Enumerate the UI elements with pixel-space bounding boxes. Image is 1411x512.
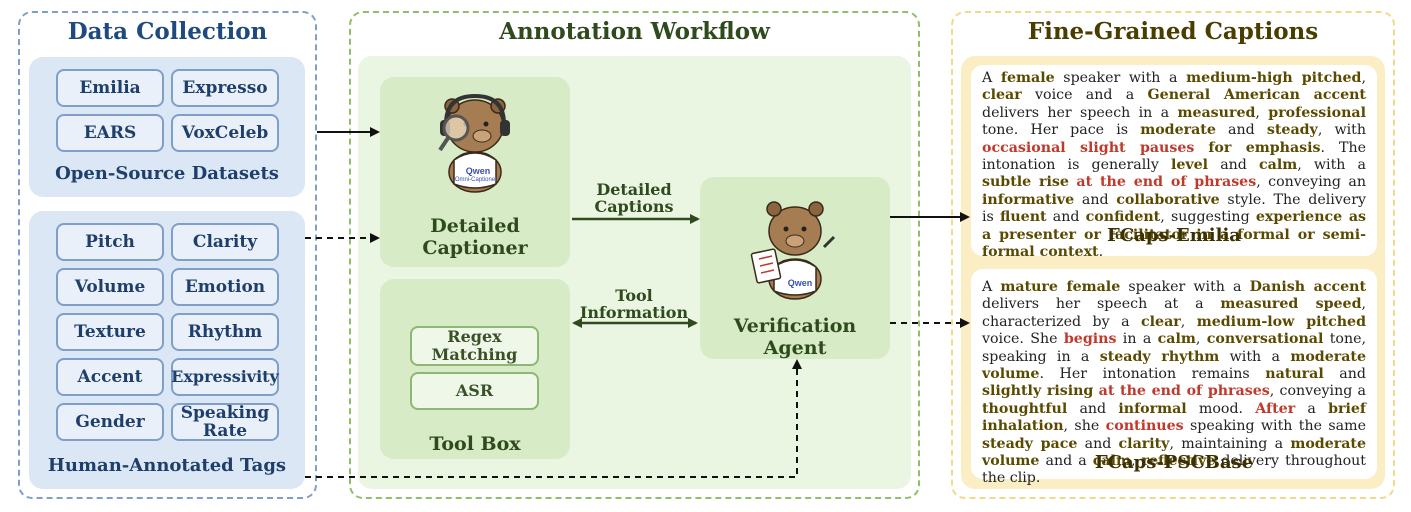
tag-speaking-rate: Speaking Rate (171, 403, 279, 441)
annotation-workflow-panel (349, 11, 920, 499)
dataset-ears: EARS (56, 114, 164, 152)
verification-agent-label-line1: Verification (733, 315, 857, 337)
fcaps-pscbase-card (971, 269, 1377, 479)
tag-gender: Gender (56, 403, 164, 441)
captioner-shirt-sub: Omni-Captioner (454, 177, 498, 183)
fcaps-emilia-name: FCaps-Emilia (1107, 225, 1241, 246)
agent-shirt-brand: Qwen (787, 278, 813, 288)
tag-emotion: Emotion (171, 268, 279, 306)
arrow-tags-to-agent (305, 359, 802, 478)
fcaps-pscbase-name: FCaps-PSCBase (1094, 452, 1254, 473)
tag-pitch: Pitch (56, 223, 164, 261)
dataset-voxceleb: VoxCeleb (171, 114, 279, 152)
tool-box-label: Tool Box (429, 433, 521, 455)
data-collection-panel (18, 11, 317, 499)
edge-detailed-captions-line1: Detailed (596, 180, 672, 199)
tag-clarity: Clarity (171, 223, 279, 261)
captioner-shirt-brand: Qwen (465, 166, 491, 176)
agent-mascot-icon (750, 201, 836, 300)
edge-tool-information-label: Tool Information (575, 287, 693, 321)
edge-detailed-captions-label: Detailed Captions (575, 181, 693, 215)
fine-grained-captions-panel (951, 11, 1395, 499)
tool-box (380, 279, 570, 459)
annotation-workflow-title: Annotation Workflow (499, 18, 770, 45)
edge-tool-information-line2: Information (579, 303, 689, 322)
detailed-captioner-label-line2: Captioner (422, 237, 528, 259)
dataset-expresso: Expresso (171, 69, 279, 107)
fcaps-pscbase-text: A mature female speaker with a Danish ac… (982, 279, 1367, 487)
fcaps-emilia-card (971, 65, 1377, 256)
tag-texture: Texture (56, 313, 164, 351)
fcaps-emilia-text: A female speaker with a medium-high pitc… (982, 70, 1367, 261)
verification-agent-label: Verification Agent (700, 315, 890, 359)
open-source-datasets-label: Open-Source Datasets (55, 163, 279, 184)
verification-agent-label-line2: Agent (763, 337, 827, 359)
edge-tool-information-line1: Tool (615, 286, 653, 305)
edge-detailed-captions-line2: Captions (594, 197, 674, 216)
tool-asr: ASR (410, 372, 539, 410)
tool-regex-matching: Regex Matching (410, 326, 539, 366)
data-collection-title: Data Collection (67, 18, 268, 45)
detailed-captioner-label-line1: Detailed (430, 215, 520, 237)
tag-accent: Accent (56, 358, 164, 396)
tag-volume: Volume (56, 268, 164, 306)
fine-grained-captions-title: Fine-Grained Captions (1027, 18, 1319, 45)
human-annotated-tags-label: Human-Annotated Tags (47, 455, 287, 476)
tag-expressivity: Expressivity (171, 358, 279, 396)
dataset-emilia: Emilia (56, 69, 164, 107)
captioner-mascot-icon (438, 93, 510, 193)
detailed-captioner-label: Detailed Captioner (380, 215, 570, 259)
tag-rhythm: Rhythm (171, 313, 279, 351)
